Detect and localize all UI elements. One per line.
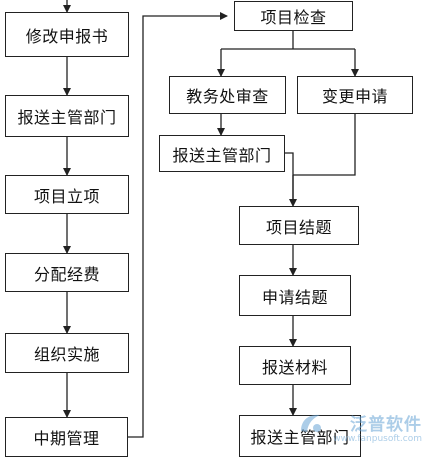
node-submit-dept-2: 报送主管部门 [159, 135, 285, 172]
node-allocate-funds: 分配经费 [5, 253, 129, 292]
node-modify-report: 修改申报书 [5, 12, 129, 57]
node-academic-review: 教务处审查 [169, 76, 286, 114]
node-midterm-manage: 中期管理 [5, 417, 128, 457]
node-project-setup: 项目立项 [5, 175, 129, 214]
node-submit-materials: 报送材料 [239, 346, 351, 385]
node-change-request: 变更申请 [297, 76, 413, 114]
arrow-midterm-to-check [128, 12, 228, 438]
node-project-check: 项目检查 [234, 1, 353, 31]
node-project-close: 项目结题 [239, 206, 359, 245]
node-organize-implement: 组织实施 [5, 333, 129, 373]
node-submit-dept-1: 报送主管部门 [5, 95, 129, 137]
line-submit2-right [285, 152, 294, 204]
node-apply-close: 申请结题 [239, 275, 351, 316]
line-change-down [293, 114, 356, 176]
node-submit-dept-3: 报送主管部门 [239, 415, 361, 457]
